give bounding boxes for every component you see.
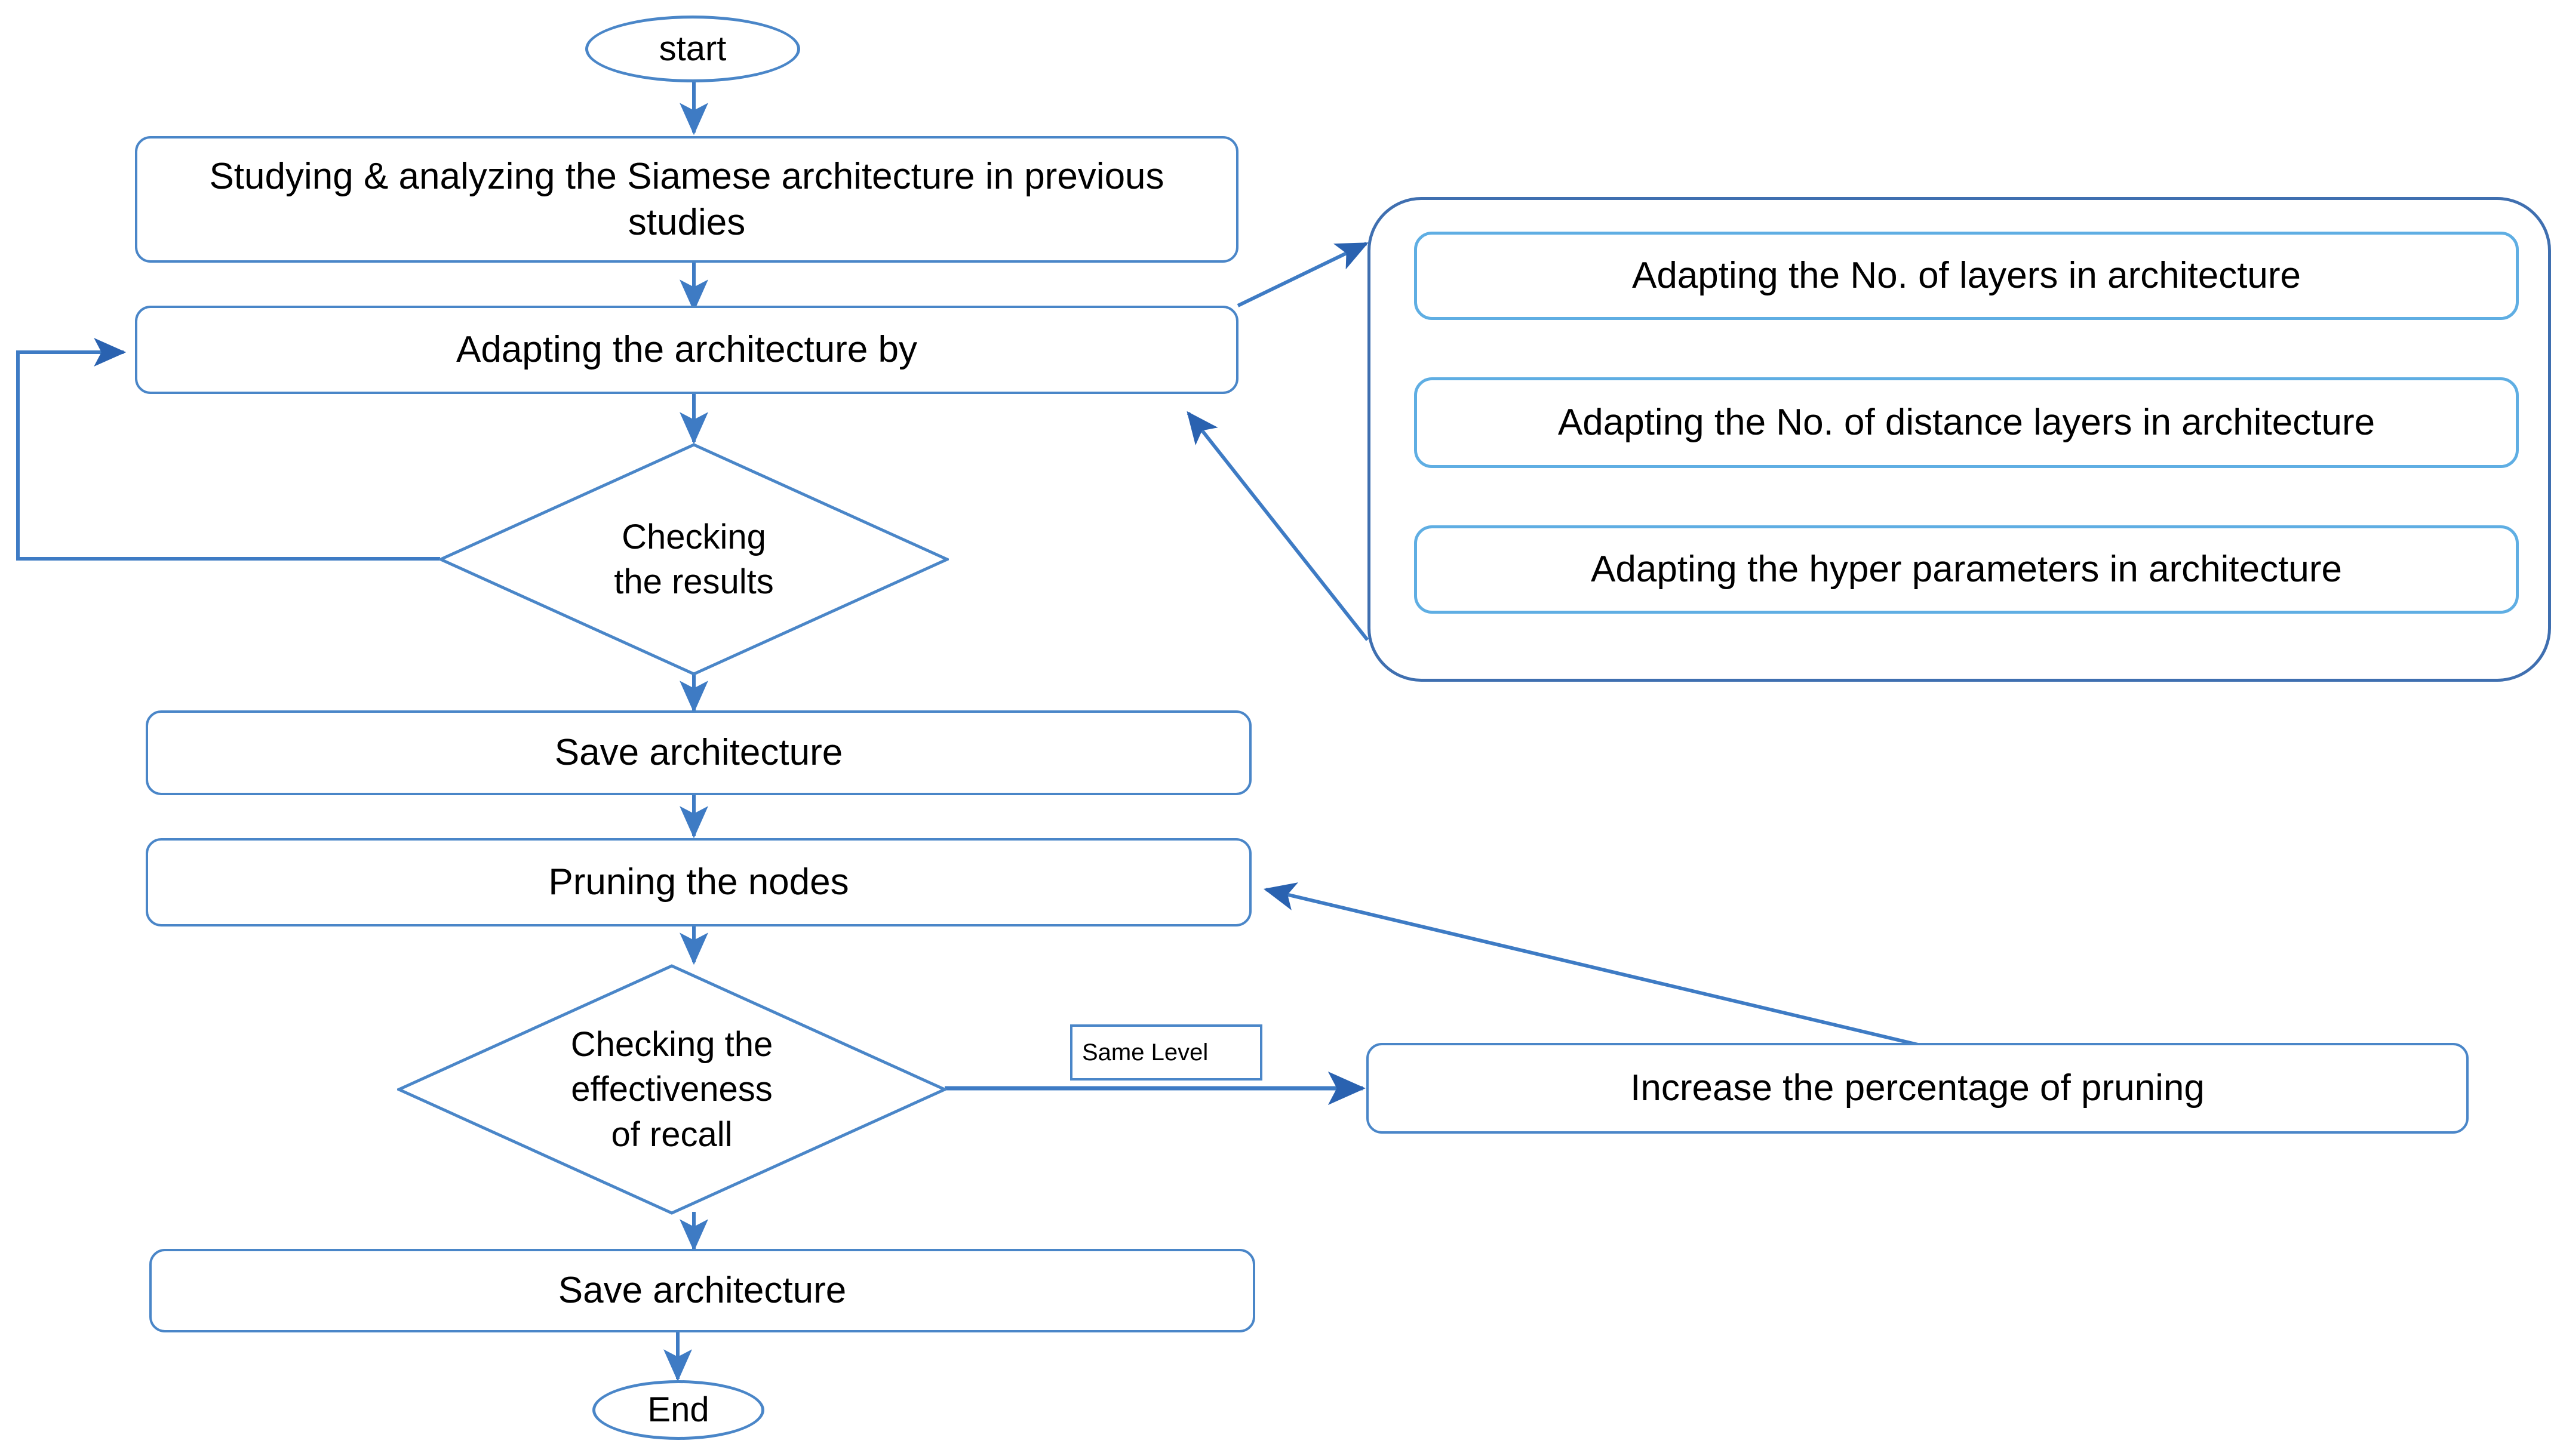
group-item-layers[interactable]: Adapting the No. of layers in architectu… [1414,232,2519,320]
node-adapt-architecture[interactable]: Adapting the architecture by [135,306,1238,394]
start-terminator[interactable]: start [585,16,800,82]
node-save-architecture-2-label: Save architecture [558,1270,847,1312]
decision-checking-recall-shape [397,964,946,1215]
start-label: start [659,29,727,68]
decision-checking-results-label: Checking the results [614,517,774,601]
group-item-hyper-parameters[interactable]: Adapting the hyper parameters in archite… [1414,525,2519,614]
end-label: End [647,1390,709,1429]
node-increase-pruning-label: Increase the percentage of pruning [1630,1067,2205,1109]
edge-label-same-level: Same Level [1070,1024,1262,1081]
edge-increase-to-pruning [1263,882,1919,1046]
node-adapt-architecture-label: Adapting the architecture by [456,329,918,371]
decision-checking-results[interactable]: Checking the results [439,443,949,676]
node-save-architecture-1-label: Save architecture [554,732,843,774]
end-terminator[interactable]: End [592,1380,764,1440]
edge-adapt-to-group [1237,242,1369,307]
decision-checking-results-shape [439,443,949,676]
node-study-analyze-label: Studying & analyzing the Siamese archite… [209,155,1164,244]
edge-label-same-level-text: Same Level [1082,1039,1209,1066]
node-increase-pruning[interactable]: Increase the percentage of pruning [1366,1043,2469,1134]
node-save-architecture-1[interactable]: Save architecture [146,710,1252,795]
node-pruning-the-nodes[interactable]: Pruning the nodes [146,838,1252,926]
group-item-layers-label: Adapting the No. of layers in architectu… [1631,255,2301,297]
decision-checking-recall-label: Checking the effectiveness of recall [570,1024,773,1154]
group-item-distance-layers[interactable]: Adapting the No. of distance layers in a… [1414,377,2519,468]
node-save-architecture-2[interactable]: Save architecture [149,1249,1255,1332]
decision-checking-recall[interactable]: Checking the effectiveness of recall [397,964,946,1215]
edge-group-to-adapt [1187,411,1369,641]
group-item-distance-layers-label: Adapting the No. of distance layers in a… [1557,402,2375,444]
group-item-hyper-parameters-label: Adapting the hyper parameters in archite… [1591,549,2342,590]
node-pruning-the-nodes-label: Pruning the nodes [548,861,849,903]
node-study-analyze[interactable]: Studying & analyzing the Siamese archite… [135,136,1238,263]
